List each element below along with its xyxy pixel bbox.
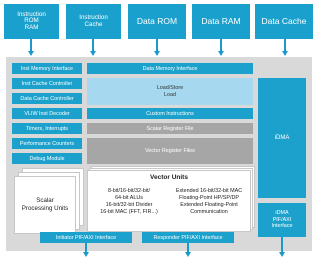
performance-counters: Performance Counters bbox=[12, 138, 82, 149]
load-store-unit: Load/Store Load bbox=[87, 78, 253, 105]
arrow-stem bbox=[85, 243, 87, 253]
scalar-register-file: Scalar Register File bbox=[87, 123, 253, 134]
down-arrow-icon bbox=[90, 51, 96, 56]
custom-instructions: Custom Instructions bbox=[87, 108, 253, 119]
instruction-cache-block: Instruction Cache bbox=[66, 4, 121, 39]
vliw-inst-decoder: VLIW Inst Decoder bbox=[12, 108, 82, 119]
down-arrow-icon bbox=[279, 252, 285, 257]
timers-interrupts: Timers, Interrupts bbox=[12, 123, 82, 134]
down-arrow-icon bbox=[28, 51, 34, 56]
vector-units-title: Vector Units bbox=[150, 174, 188, 181]
down-arrow-icon bbox=[154, 51, 160, 56]
data-rom-block: Data ROM bbox=[128, 4, 186, 39]
vector-units-mac-list: Extended 16-bit/32-bit MAC Floating-Poin… bbox=[175, 188, 243, 216]
data-cache-block: Data Cache bbox=[255, 4, 313, 39]
data-ram-block: Data RAM bbox=[192, 4, 250, 39]
debug-module: Debug Module bbox=[12, 153, 82, 164]
down-arrow-icon bbox=[83, 252, 89, 257]
vector-register-files: Vector Register Files bbox=[87, 138, 253, 164]
data-memory-interface: Data Memory Interface bbox=[87, 63, 253, 74]
data-cache-controller: Data Cache Controller bbox=[12, 93, 82, 104]
arrow-stem bbox=[281, 237, 283, 253]
inst-memory-interface: Inst Memory Interface bbox=[12, 63, 82, 74]
arrow-stem bbox=[30, 39, 32, 52]
initiator-pif-axi-interface: Initiator PIF/AXI Interface bbox=[40, 232, 132, 243]
arrow-stem bbox=[220, 39, 222, 52]
down-arrow-icon bbox=[185, 252, 191, 257]
scalar-processing-units: Scalar Processing Units bbox=[14, 176, 76, 234]
down-arrow-icon bbox=[218, 51, 224, 56]
responder-pif-axi-interface: Responder PIF/AXI Interface bbox=[142, 232, 234, 243]
idma-block: iDMA bbox=[258, 78, 306, 198]
idma-pif-axi-interface: iDMA PIF/AXI Interface bbox=[258, 203, 306, 237]
vector-units: Vector Units 8-bit/16-bit/32-bit/ 64-bit… bbox=[87, 170, 251, 232]
down-arrow-icon bbox=[282, 51, 288, 56]
inst-cache-controller: Inst Cache Controller bbox=[12, 78, 82, 89]
arrow-stem bbox=[156, 39, 158, 52]
arrow-stem bbox=[92, 39, 94, 52]
vector-units-alu-list: 8-bit/16-bit/32-bit/ 64-bit ALUs 16-bit/… bbox=[100, 188, 158, 216]
arrow-stem bbox=[187, 243, 189, 253]
arrow-stem bbox=[284, 39, 286, 52]
instruction-rom-ram-block: Instruction ROM RAM bbox=[4, 4, 59, 39]
